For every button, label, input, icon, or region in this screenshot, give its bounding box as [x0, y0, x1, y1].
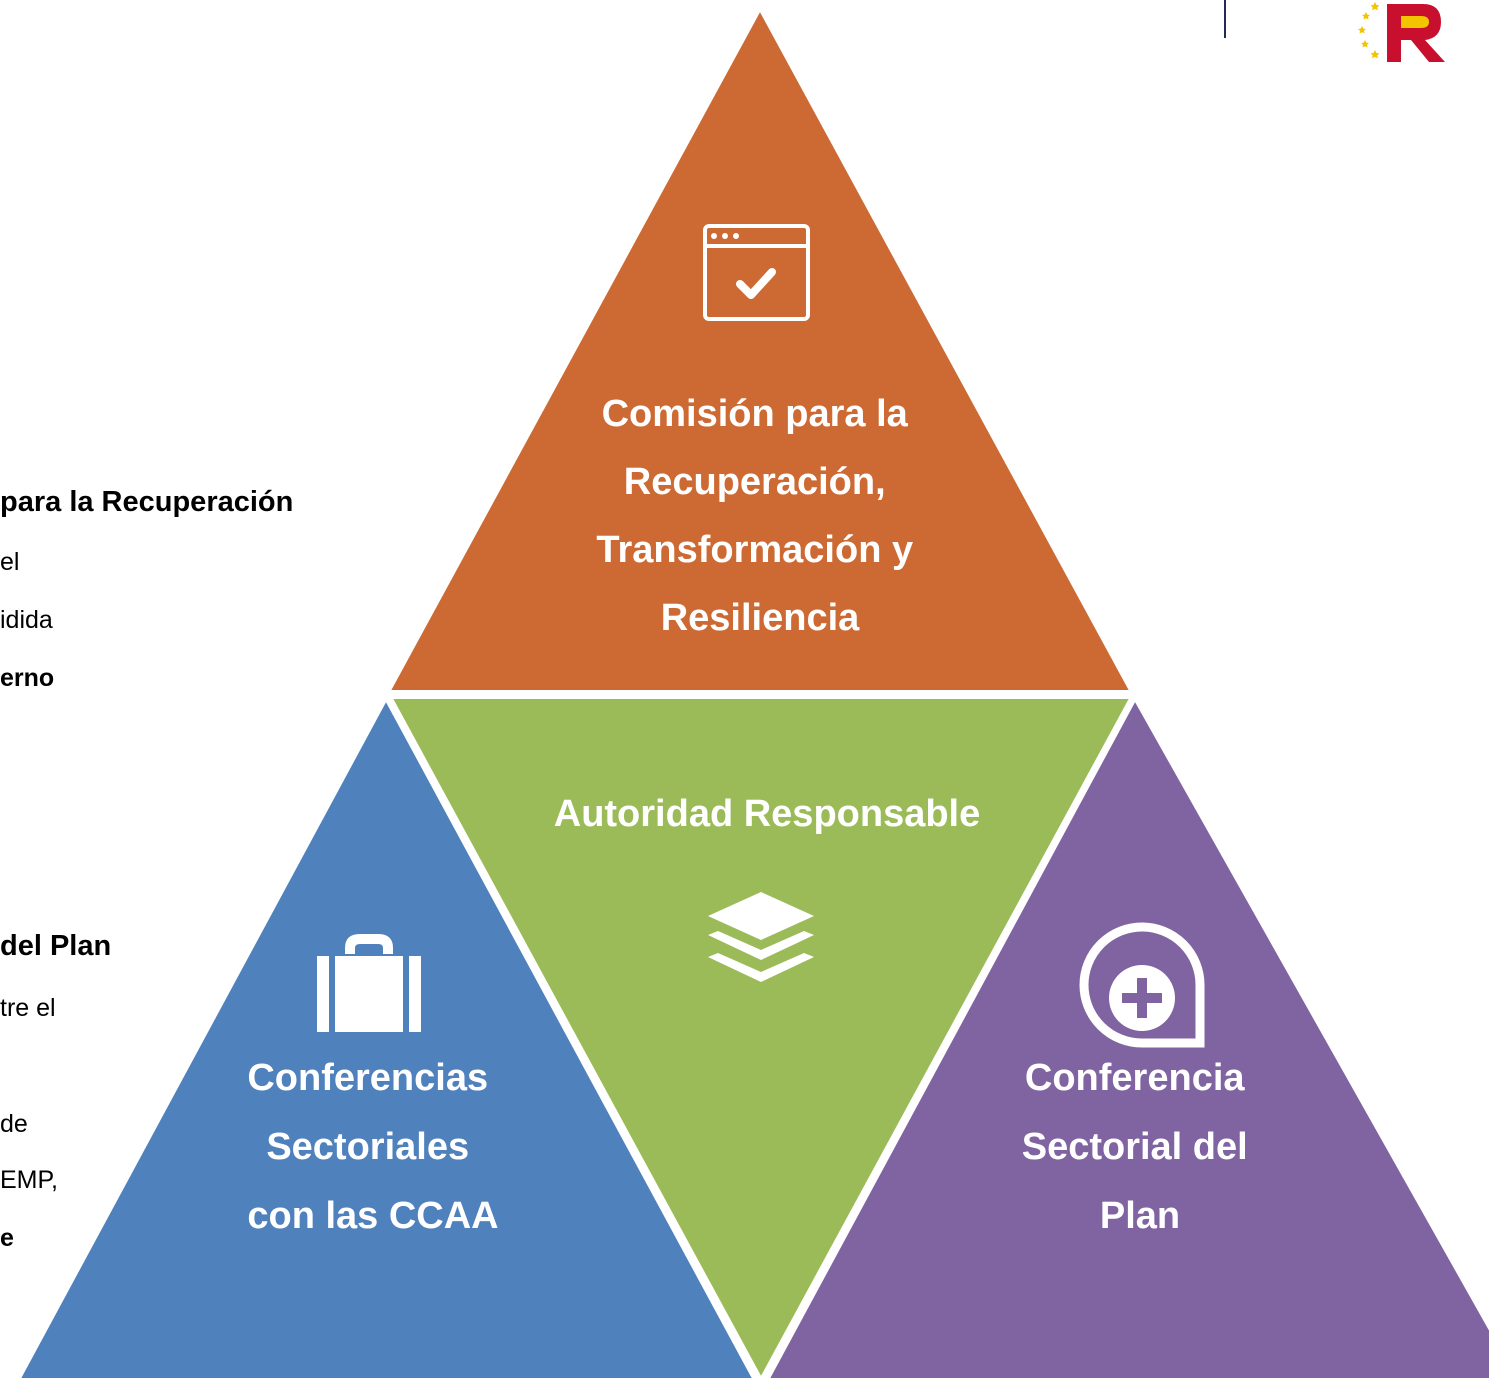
left-text-line: EMP,	[0, 1166, 58, 1194]
left-text-line: e	[0, 1224, 14, 1252]
left-text-line: del Plan	[0, 930, 112, 962]
add-chat-icon	[1079, 922, 1205, 1048]
center-triangle-label: Autoridad Responsable	[554, 793, 981, 835]
left-text-column: para la Recuperación el idida erno del P…	[0, 0, 420, 1380]
left-text-line: idida	[0, 606, 53, 634]
right-triangle-label: Conferencia Sectorial del Plan	[1022, 1057, 1259, 1237]
right-label-line: Conferencia	[1025, 1057, 1245, 1099]
center-triangle	[386, 695, 1136, 1380]
top-label-line: Comisión para la	[602, 393, 909, 435]
left-text-line: el	[0, 548, 20, 576]
top-triangle-label: Comisión para la Recuperación, Transform…	[596, 393, 923, 639]
left-text-line: de	[0, 1110, 28, 1138]
left-label-line: Conferencias	[247, 1057, 488, 1099]
briefcase-icon	[317, 934, 421, 1032]
top-label-line: Transformación y	[596, 529, 913, 571]
left-text-line: tre el	[0, 994, 56, 1022]
window-check-icon	[703, 224, 810, 321]
header-divider	[1224, 0, 1226, 38]
recovery-plan-logo	[1358, 2, 1445, 62]
eu-stars-icon	[1358, 2, 1380, 59]
left-label-line: con las CCAA	[247, 1195, 498, 1237]
logo-letter-r	[1387, 4, 1445, 62]
left-text-line: erno	[0, 664, 55, 692]
top-label-line: Resiliencia	[661, 597, 860, 639]
left-text-line: para la Recuperación	[0, 486, 294, 518]
layers-icon	[708, 892, 814, 982]
left-label-line: Sectoriales	[266, 1126, 469, 1168]
left-triangle-label: Conferencias Sectoriales con las CCAA	[247, 1057, 498, 1237]
right-label-line: Plan	[1100, 1195, 1180, 1237]
top-triangle	[384, 3, 1136, 694]
top-label-line: Recuperación,	[624, 461, 886, 503]
left-triangle	[15, 693, 758, 1380]
right-label-line: Sectorial del	[1022, 1126, 1248, 1168]
